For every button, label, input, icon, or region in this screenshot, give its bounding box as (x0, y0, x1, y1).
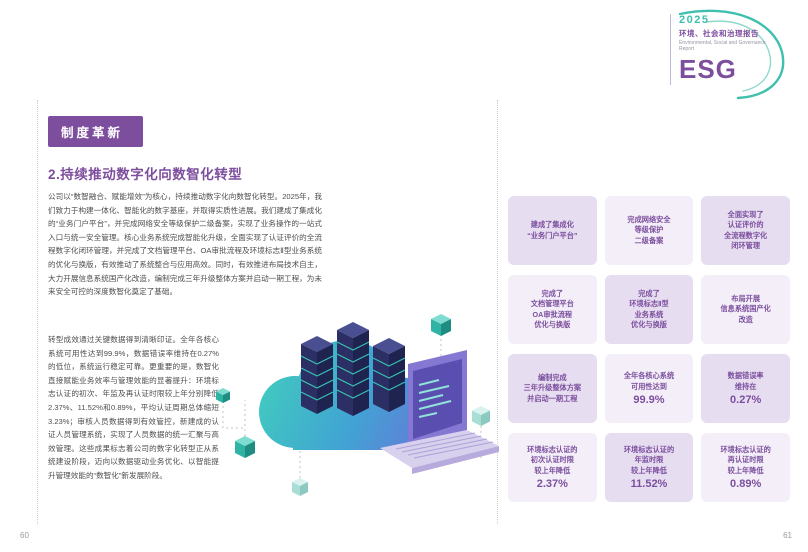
logo-text-block: 2025 环境、社会和治理报告 Environmental, Social an… (670, 14, 771, 85)
cube-icon (216, 314, 490, 496)
logo-title-cn: 环境、社会和治理报告 (679, 29, 759, 38)
stat-card-line: 环境标志认证的 (720, 444, 771, 454)
stat-card-line: 完成了 (541, 288, 564, 298)
stat-card-line: 完成了 (638, 288, 660, 298)
stat-card: 全年各核心系统可用性达到 99.9% (604, 354, 694, 423)
stat-card-line: 可用性达到 (631, 381, 667, 391)
center-margin-dotted-line (497, 100, 498, 524)
logo-year: 2025 (679, 14, 710, 26)
body-paragraph-1: 公司以“数智融合、赋能增效”为核心，持续推动数字化向数智化转型。2025年，我们… (48, 192, 322, 297)
laptop-icon (380, 350, 499, 474)
stat-card-line: OA审批流程 (532, 309, 573, 319)
chapter-badge: 制度革新 (48, 116, 144, 147)
stat-card: 全面实现了认证评价的全流程数字化闭环管理 (701, 196, 790, 265)
stat-card-value: 11.52% (630, 478, 668, 491)
stat-card: 完成了环境标志Ⅱ型业务系统优化与换版 (604, 275, 694, 344)
stat-card-value: 0.27% (730, 393, 762, 406)
page-number-left: 60 (20, 531, 29, 540)
stat-card-line: 文档管理平台 (530, 299, 574, 309)
stats-grid: 建成了集成化“业务门户平台”完成网络安全等级保护二级备案全面实现了认证评价的全流… (508, 196, 790, 502)
stat-card: 数据错误率维持在 0.27% (701, 354, 790, 423)
stat-card-line: 三年升级整体方案 (523, 383, 582, 393)
stat-card-line: 数据错误率 (727, 371, 764, 381)
stat-card-line: 初次认证时限 (530, 455, 574, 465)
stat-card: 布局开展信息系统国产化改造 (701, 275, 790, 344)
stat-card-value: 0.89% (730, 478, 762, 491)
stat-card-line: 全流程数字化 (724, 230, 768, 240)
stat-card: 环境标志认证的年监时限较上年降低 11.52% (604, 433, 694, 502)
body-paragraph-2: 转型成效通过关键数据得到清晰印证。全年各核心系统可用性达到99.9%，数据错误率… (48, 335, 219, 480)
stat-card-line: 完成网络安全 (627, 214, 671, 224)
stat-card-line: 优化与换版 (631, 319, 667, 329)
stat-card-line: 再认证时限 (727, 455, 764, 465)
stat-card-line: “业务门户平台” (527, 230, 578, 240)
stat-card-line: 二级备案 (634, 235, 664, 245)
stat-card-line: 较上年降低 (534, 465, 571, 475)
stat-card-line: 维持在 (734, 381, 757, 391)
logo-title-en: Environmental, Social and Governance Rep… (679, 40, 766, 52)
section-title: 2.持续推动数字化向数智化转型 (48, 167, 243, 182)
stat-card: 完成网络安全等级保护二级备案 (604, 196, 694, 265)
stat-card-line: 改造 (738, 314, 753, 324)
stat-card-line: 信息系统国产化 (720, 304, 771, 314)
stat-card-line: 环境标志Ⅱ型 (629, 299, 669, 309)
stat-card-line: 较上年降低 (727, 465, 764, 475)
stat-card-line: 较上年降低 (631, 465, 667, 475)
page-number-right: 61 (783, 531, 792, 540)
stat-card-line: 全面实现了 (727, 209, 764, 219)
stat-card: 环境标志认证的初次认证时限较上年降低 2.37% (508, 433, 597, 502)
digital-cloud-illustration (216, 314, 499, 496)
stat-card-line: 环境标志认证的 (527, 444, 578, 454)
stat-card-line: 并启动一期工程 (527, 393, 578, 403)
wave-graphic-icon (678, 9, 785, 100)
stat-card-line: 布局开展 (731, 293, 761, 303)
stat-card: 环境标志认证的再认证时限较上年降低 0.89% (701, 433, 790, 502)
stat-card-value: 99.9% (633, 393, 665, 406)
left-margin-dotted-line (37, 100, 38, 524)
esg-report-logo: 2025 环境、社会和治理报告 Environmental, Social an… (622, 8, 794, 102)
stat-card: 编制完成三年升级整体方案并启动一期工程 (508, 354, 597, 423)
logo-esg-wordmark: ESG (679, 54, 737, 84)
stat-card-line: 闭环管理 (731, 240, 761, 250)
stat-card-line: 业务系统 (634, 309, 664, 319)
stat-card-line: 全年各核心系统 (623, 371, 675, 381)
stat-card: 建成了集成化“业务门户平台” (508, 196, 597, 265)
stat-card-line: 环境标志认证的 (623, 444, 675, 454)
stat-card-line: 优化与换版 (534, 319, 571, 329)
stat-card-line: 认证评价的 (727, 220, 764, 230)
server-stack-icon (300, 322, 406, 416)
stat-card-value: 2.37% (536, 478, 568, 491)
stat-card-line: 编制完成 (537, 372, 567, 382)
stat-card-line: 年监时限 (634, 455, 664, 465)
stat-card-line: 建成了集成化 (530, 220, 574, 230)
stat-card-line: 等级保护 (634, 225, 664, 235)
